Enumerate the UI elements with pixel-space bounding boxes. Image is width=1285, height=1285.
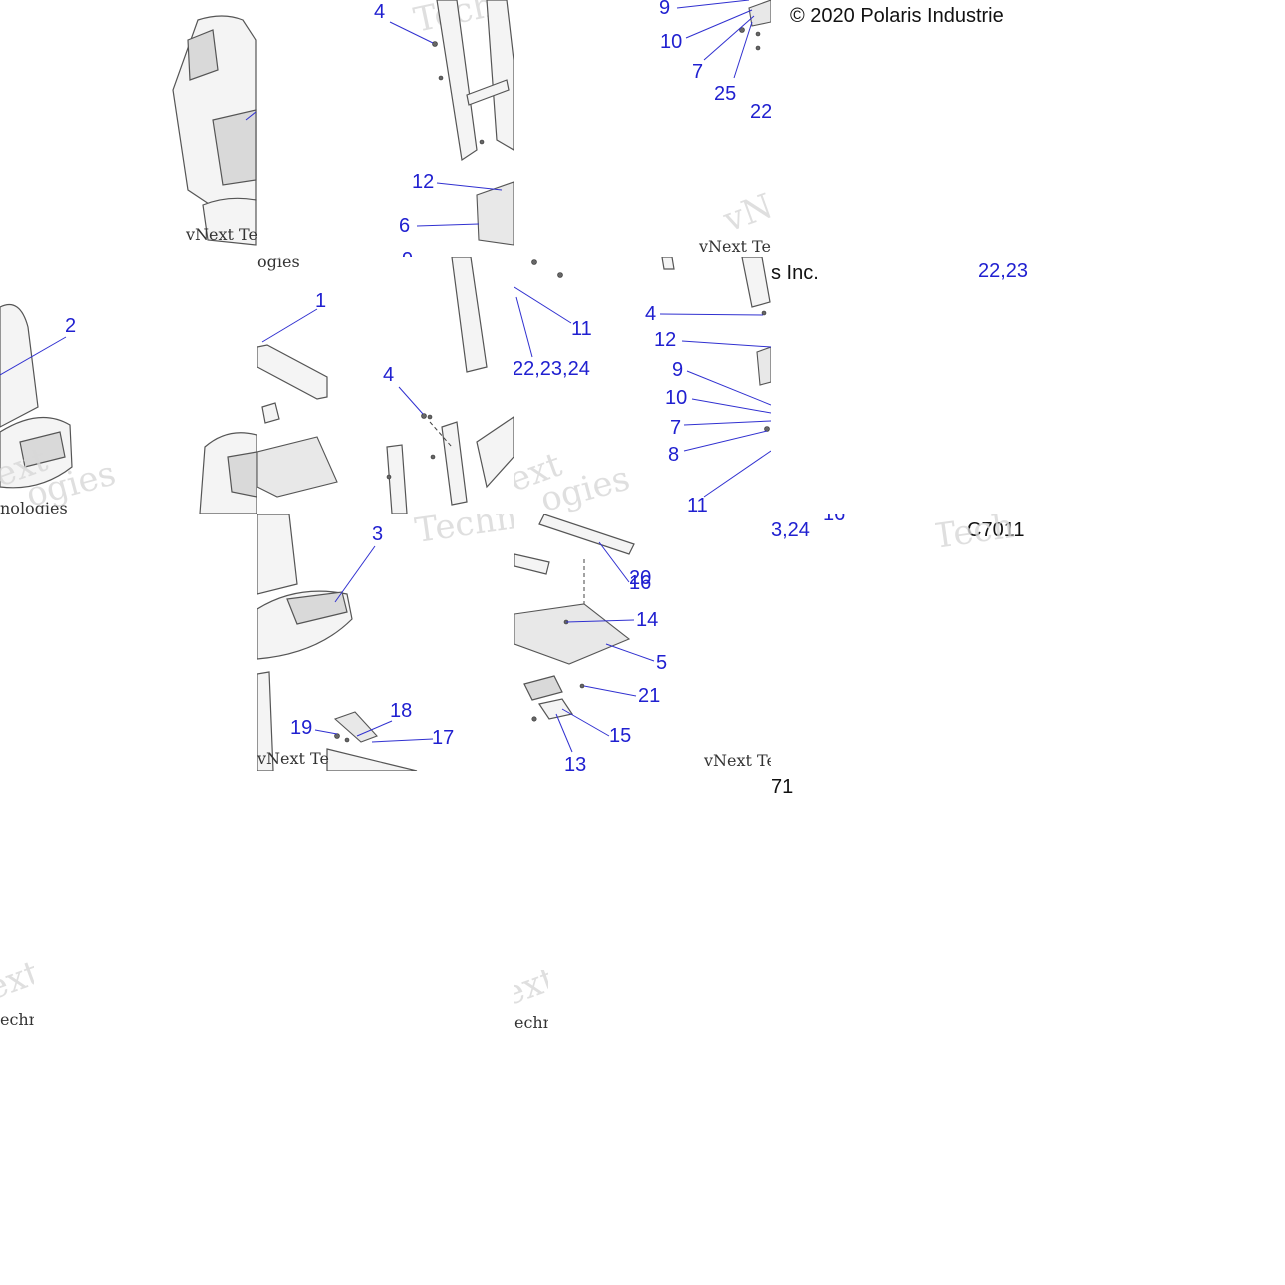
tile-hardware-top: 9 10 7 25 22 vNext Te vN	[514, 0, 771, 257]
tile-copyright: © 2020 Polaris Industrie	[771, 0, 1028, 257]
callout-16b: 16	[823, 514, 845, 525]
bracket-plate	[748, 0, 771, 27]
callout-8: 8	[668, 444, 679, 466]
callout-10b: 10	[665, 387, 687, 409]
svg-text:vNext Te: vNext Te	[257, 749, 329, 768]
callout-12: 12	[412, 171, 434, 193]
slide-rail-upper	[538, 514, 635, 555]
tile-rail-exploded: ogies 1 4	[257, 257, 514, 514]
tile-empty-2	[0, 514, 257, 771]
tile-seat-left: 2 ext ogies nologies	[0, 257, 257, 514]
svg-text:ext: ext	[0, 960, 34, 1008]
callout-11: 11	[571, 318, 592, 340]
seat-3-back	[257, 514, 298, 595]
callout-7b: 7	[670, 417, 681, 439]
callout-15: 15	[609, 725, 631, 747]
tile-hardware-right: s Inc.	[771, 257, 1028, 514]
callout-13: 13	[564, 754, 586, 771]
svg-text:echno: echno	[514, 1013, 548, 1030]
callout-18: 18	[390, 700, 412, 722]
callout-19: 19	[290, 717, 312, 739]
watermark-fragment-mid: ext echno	[514, 970, 548, 1030]
callout-16: 16	[629, 572, 651, 594]
page-fragment: 71	[771, 776, 793, 798]
callout-14: 14	[636, 609, 658, 631]
callout-22: 22	[750, 101, 771, 123]
callout-22-23-24: 22,23,24	[514, 358, 590, 380]
callout-4: 4	[374, 1, 385, 23]
seat-base-pan	[476, 181, 514, 246]
callout-4c: 4	[645, 303, 656, 325]
svg-text:vNext Te: vNext Te	[703, 751, 771, 770]
callout-9: 9	[402, 249, 413, 257]
svg-text:Tech: Tech	[935, 514, 1017, 557]
seat-slide-rail	[257, 344, 328, 400]
watermark-fragment-left: ext echno	[0, 960, 34, 1030]
callout-6: 6	[399, 215, 410, 237]
callout-3: 3	[372, 523, 383, 545]
tile-hardware-callouts: 4 12 9 10 7 8 11	[642, 257, 771, 514]
svg-text:nologies: nologies	[0, 499, 68, 514]
callout-21: 21	[638, 685, 660, 707]
tile-diagram-code: C7011 Tech	[935, 514, 1028, 771]
watermark-brand: vNext Te	[185, 225, 257, 244]
callout-4b: 4	[383, 364, 394, 386]
callout-9b: 9	[659, 0, 670, 19]
seat-upright-right	[441, 421, 468, 506]
callout-1: 1	[315, 290, 326, 312]
page-fragment-box: 71	[771, 771, 811, 801]
svg-text:Technologies: Technologies	[413, 514, 514, 551]
callout-9c: 9	[672, 359, 683, 381]
tile-base-exploded: 16 20 14 5 21 15 13 vNext Te	[514, 514, 771, 771]
latch-plate	[538, 698, 573, 720]
callout-22-23: 22,23	[978, 260, 1028, 282]
seat-mount-pan	[514, 603, 631, 665]
callout-3-24: 3,24	[771, 519, 810, 541]
svg-text:ogies: ogies	[257, 257, 300, 271]
callout-25: 25	[714, 83, 736, 105]
seat-bolster-shape	[187, 29, 219, 81]
callout-11b: 11	[687, 495, 708, 514]
copyright-text: © 2020 Polaris Industrie	[790, 5, 1004, 27]
svg-text:ext: ext	[514, 970, 548, 1014]
seat-frame-rail	[436, 0, 478, 162]
watermark-brand-2: vNext Te	[698, 237, 771, 256]
seat-pan-lower	[257, 436, 338, 498]
diagram-code: C7011	[967, 519, 1024, 541]
tile-callout-22-23: 22,23	[978, 257, 1028, 297]
callout-17: 17	[432, 727, 454, 749]
svg-text:echno: echno	[0, 1010, 34, 1029]
copyright-fragment: s Inc.	[771, 262, 819, 284]
tile-seat-back: vNext Te	[128, 0, 257, 257]
hinge-bracket	[333, 711, 378, 743]
callout-7: 7	[692, 61, 703, 83]
seat-backrest-left	[0, 303, 39, 428]
callout-5: 5	[656, 652, 667, 674]
callout-2: 2	[65, 315, 76, 337]
callout-20: 20	[629, 567, 651, 589]
tile-frame-top: Tech 4 12 6 9	[257, 0, 514, 257]
callout-10: 10	[660, 31, 682, 53]
tile-seat-3: 3 19 18 17 Technologies vNext Te	[257, 514, 514, 771]
callout-12b: 12	[654, 329, 676, 351]
seat-upright-left	[386, 444, 408, 514]
svg-text:vN: vN	[717, 186, 771, 241]
